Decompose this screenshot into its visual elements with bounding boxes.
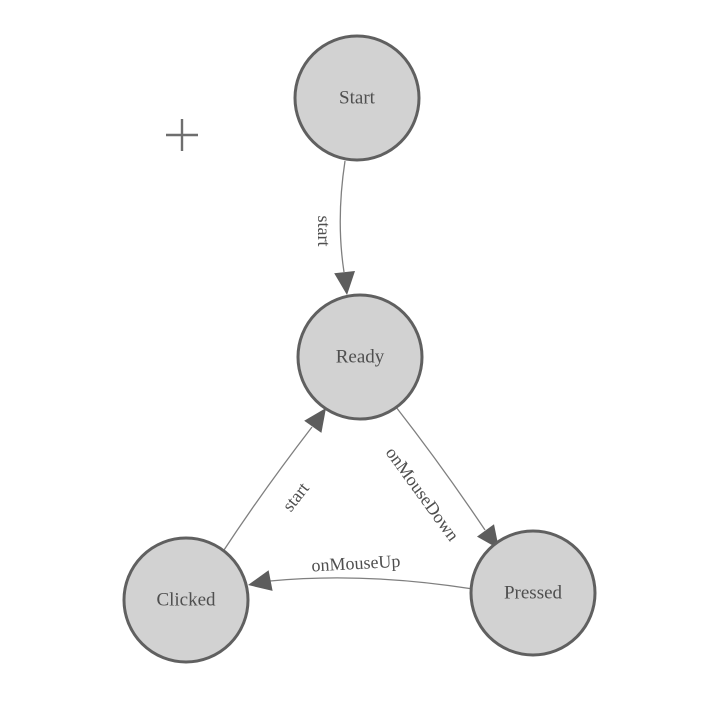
state-circle-pressed[interactable] <box>469 529 597 657</box>
state-node-start[interactable]: Start <box>293 34 421 162</box>
state-node-pressed[interactable]: Pressed <box>469 529 597 657</box>
state-node-clicked[interactable]: Clicked <box>122 536 250 664</box>
transition-start-to-ready[interactable]: start <box>314 160 355 295</box>
crosshair-icon <box>166 119 198 151</box>
transition-pressed-to-clicked[interactable]: onMouseUp <box>248 551 474 591</box>
arrowhead-icon-ready-to-pressed <box>477 524 499 549</box>
edge-label-clicked-to-ready: start <box>278 478 313 515</box>
edge-label-ready-to-pressed: onMouseDown <box>382 443 463 545</box>
arrowhead-icon-clicked-to-ready <box>304 408 326 433</box>
edge-label-pressed-to-clicked: onMouseUp <box>311 551 401 576</box>
edge-line-pressed-to-clicked[interactable] <box>269 577 474 590</box>
arrowhead-icon-start-to-ready <box>334 271 355 295</box>
state-label-ready: Ready <box>336 347 385 368</box>
state-node-ready[interactable]: Ready <box>296 293 424 421</box>
edge-line-clicked-to-ready[interactable] <box>221 426 313 554</box>
edge-label-start-to-ready: start <box>314 216 334 247</box>
state-circle-ready[interactable] <box>296 293 424 421</box>
state-circle-start[interactable] <box>293 34 421 162</box>
state-label-clicked: Clicked <box>156 590 216 611</box>
transition-clicked-to-ready[interactable]: start <box>221 408 326 554</box>
edge-line-ready-to-pressed[interactable] <box>395 406 486 531</box>
state-label-start: Start <box>339 88 376 109</box>
arrowhead-icon-pressed-to-clicked <box>248 570 273 591</box>
state-circle-clicked[interactable] <box>122 536 250 664</box>
edge-line-start-to-ready[interactable] <box>339 160 346 273</box>
transition-ready-to-pressed[interactable]: onMouseDown <box>382 406 499 549</box>
state-label-pressed: Pressed <box>504 583 563 604</box>
